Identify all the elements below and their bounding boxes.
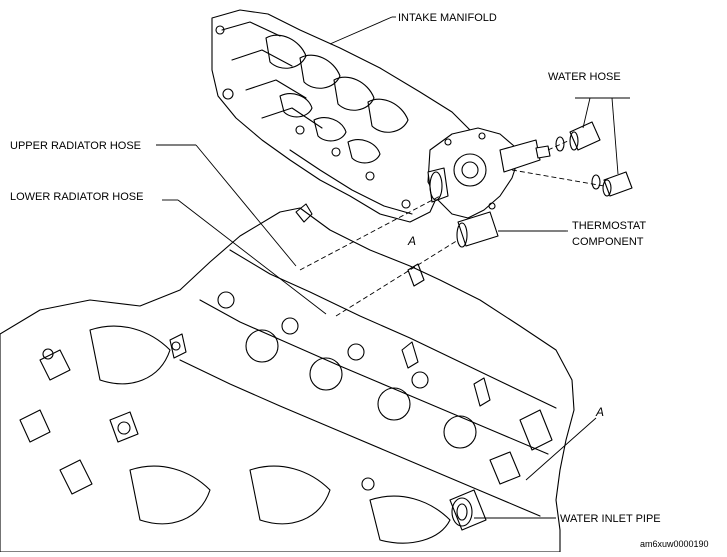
thermostat-label-line2: COMPONENT bbox=[572, 236, 644, 248]
intake-manifold-label: INTAKE MANIFOLD bbox=[398, 12, 497, 24]
lower-radiator-hose-label: LOWER RADIATOR HOSE bbox=[10, 191, 143, 203]
figure-code: am6xuw0000190 bbox=[640, 539, 709, 549]
water-hose-label: WATER HOSE bbox=[548, 71, 621, 83]
water-inlet-pipe-label: WATER INLET PIPE bbox=[560, 513, 661, 525]
water-hose-parts bbox=[555, 121, 633, 197]
intake-manifold-drawing bbox=[211, 9, 471, 223]
thermostat-component-drawing bbox=[427, 127, 551, 248]
leader-lines bbox=[156, 16, 630, 519]
thermostat-label-line1: THERMOSTAT bbox=[572, 220, 646, 232]
callout-a-lower: A bbox=[595, 405, 604, 419]
upper-radiator-hose-label: UPPER RADIATOR HOSE bbox=[10, 140, 141, 152]
engine-block-drawing bbox=[0, 203, 575, 553]
callout-a-upper: A bbox=[407, 234, 416, 248]
assembly-dashed-lines bbox=[299, 139, 605, 317]
